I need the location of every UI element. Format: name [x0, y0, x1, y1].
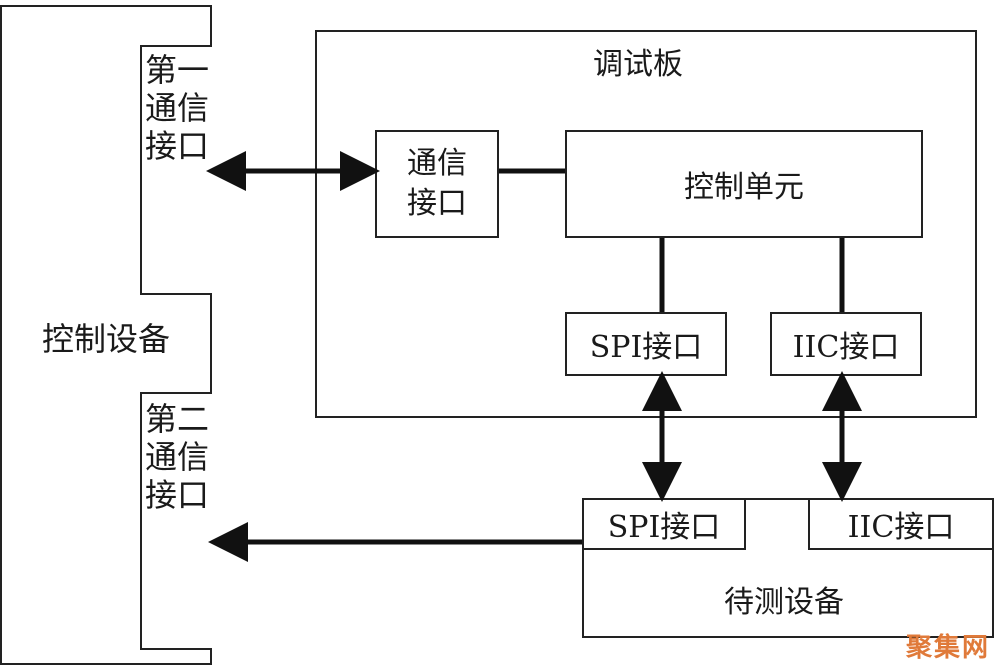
board-spi-port-label: SPI接口 — [589, 330, 703, 365]
board-iic-port: IIC接口 — [770, 312, 922, 376]
device-under-test-label: 待测设备 — [724, 585, 844, 620]
second-comm-port-label: 第二通信接口 — [144, 400, 209, 514]
board-comm-port-label: 通信 接口 — [407, 146, 467, 221]
first-comm-port-label: 第一通信接口 — [144, 51, 209, 165]
board-iic-port-label: IIC接口 — [792, 330, 900, 365]
control-device-label: 控制设备 — [42, 320, 171, 358]
dut-iic-port-label: IIC接口 — [847, 510, 955, 545]
board-comm-port: 通信 接口 — [375, 130, 499, 238]
control-unit-box: 控制单元 — [565, 130, 923, 238]
control-unit-label: 控制单元 — [684, 170, 804, 205]
board-spi-port: SPI接口 — [565, 312, 727, 376]
dut-spi-port: SPI接口 — [582, 498, 746, 550]
watermark-logo: 聚集网 — [905, 633, 990, 663]
debug-board-label: 调试板 — [593, 47, 683, 82]
dut-spi-port-label: SPI接口 — [607, 510, 721, 545]
dut-iic-port: IIC接口 — [808, 498, 994, 550]
first-comm-port: 第一通信接口 — [140, 45, 212, 295]
second-comm-port: 第二通信接口 — [140, 392, 212, 650]
